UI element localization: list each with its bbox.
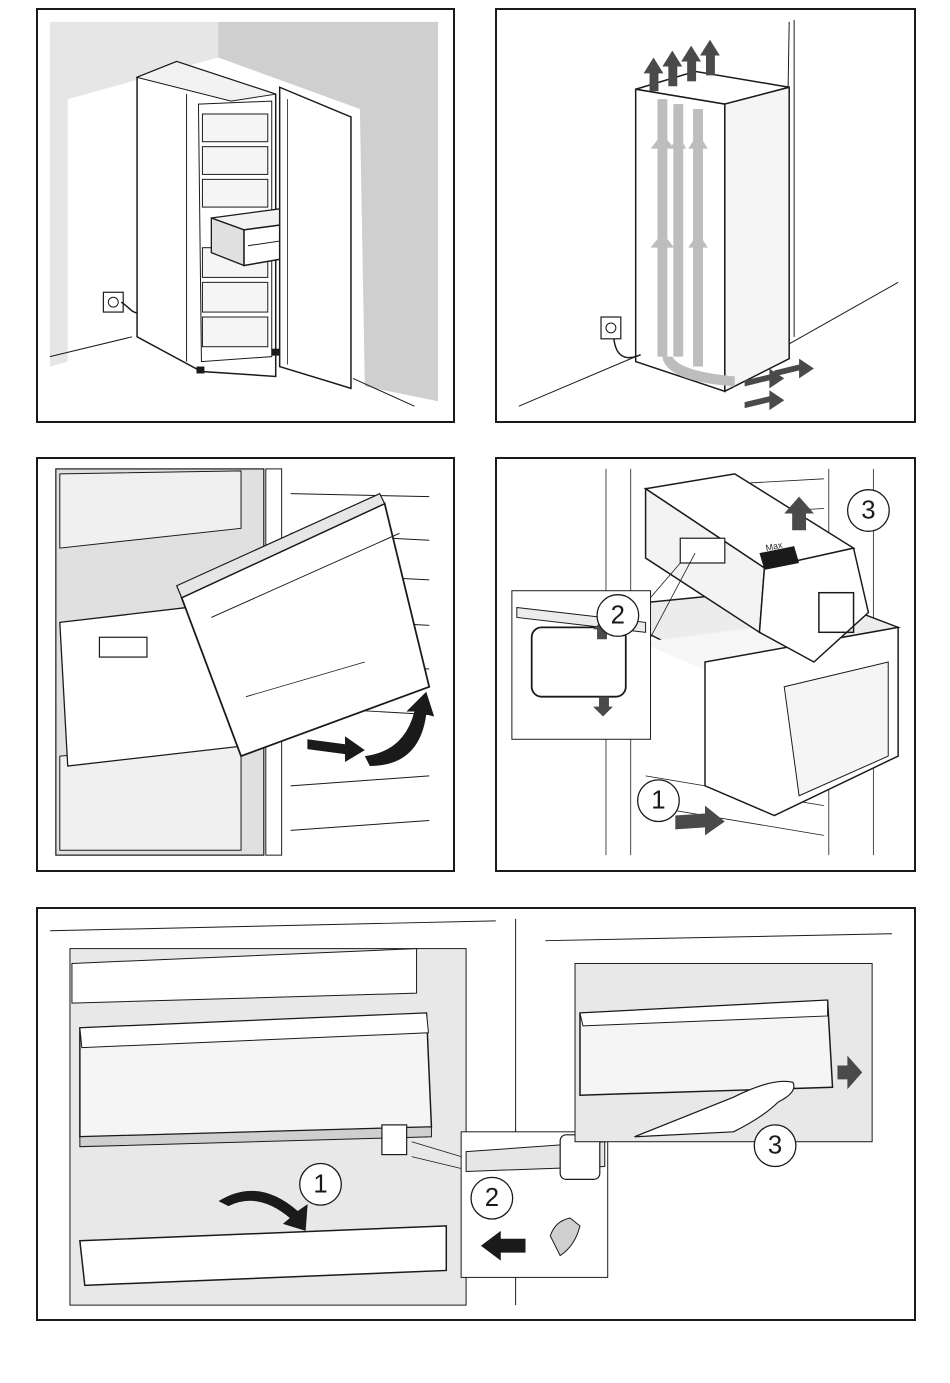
freezer-installation-drawing — [38, 10, 453, 421]
flap-removal-drawing: 1 2 3 — [38, 909, 914, 1319]
appliance-side — [725, 87, 789, 391]
step-2-marker: 2 — [471, 1177, 513, 1219]
step-3-label: 3 — [861, 496, 875, 524]
drawer-removal-figure — [36, 457, 455, 872]
ice-box-removal-figure: Max 1 2 3 — [495, 457, 916, 872]
step-1-marker: 1 — [638, 780, 680, 822]
step-2-marker: 2 — [597, 595, 639, 637]
pull-arrow-icon — [307, 736, 364, 762]
drawer-removal-drawing — [38, 459, 453, 870]
step-3-marker: 3 — [848, 490, 890, 532]
ice-box-removal-drawing: Max 1 2 3 — [497, 459, 914, 870]
step-1-marker: 1 — [300, 1164, 342, 1206]
step-1-label: 1 — [313, 1170, 327, 1198]
step-3-marker: 3 — [754, 1125, 796, 1167]
step-3-label: 3 — [768, 1132, 782, 1160]
step-2-label: 2 — [611, 601, 625, 629]
ventilation-figure — [495, 8, 916, 423]
wall-socket-icon — [601, 317, 641, 358]
step-2-label: 2 — [485, 1184, 499, 1212]
wall-socket-icon — [103, 292, 137, 313]
open-door-icon — [280, 87, 351, 388]
flap-removal-figure: 1 2 3 — [36, 907, 916, 1321]
ventilation-drawing — [497, 10, 914, 421]
freezer-installation-figure — [36, 8, 455, 423]
step-1-label: 1 — [651, 787, 665, 815]
pull-arrow-icon — [675, 806, 725, 836]
